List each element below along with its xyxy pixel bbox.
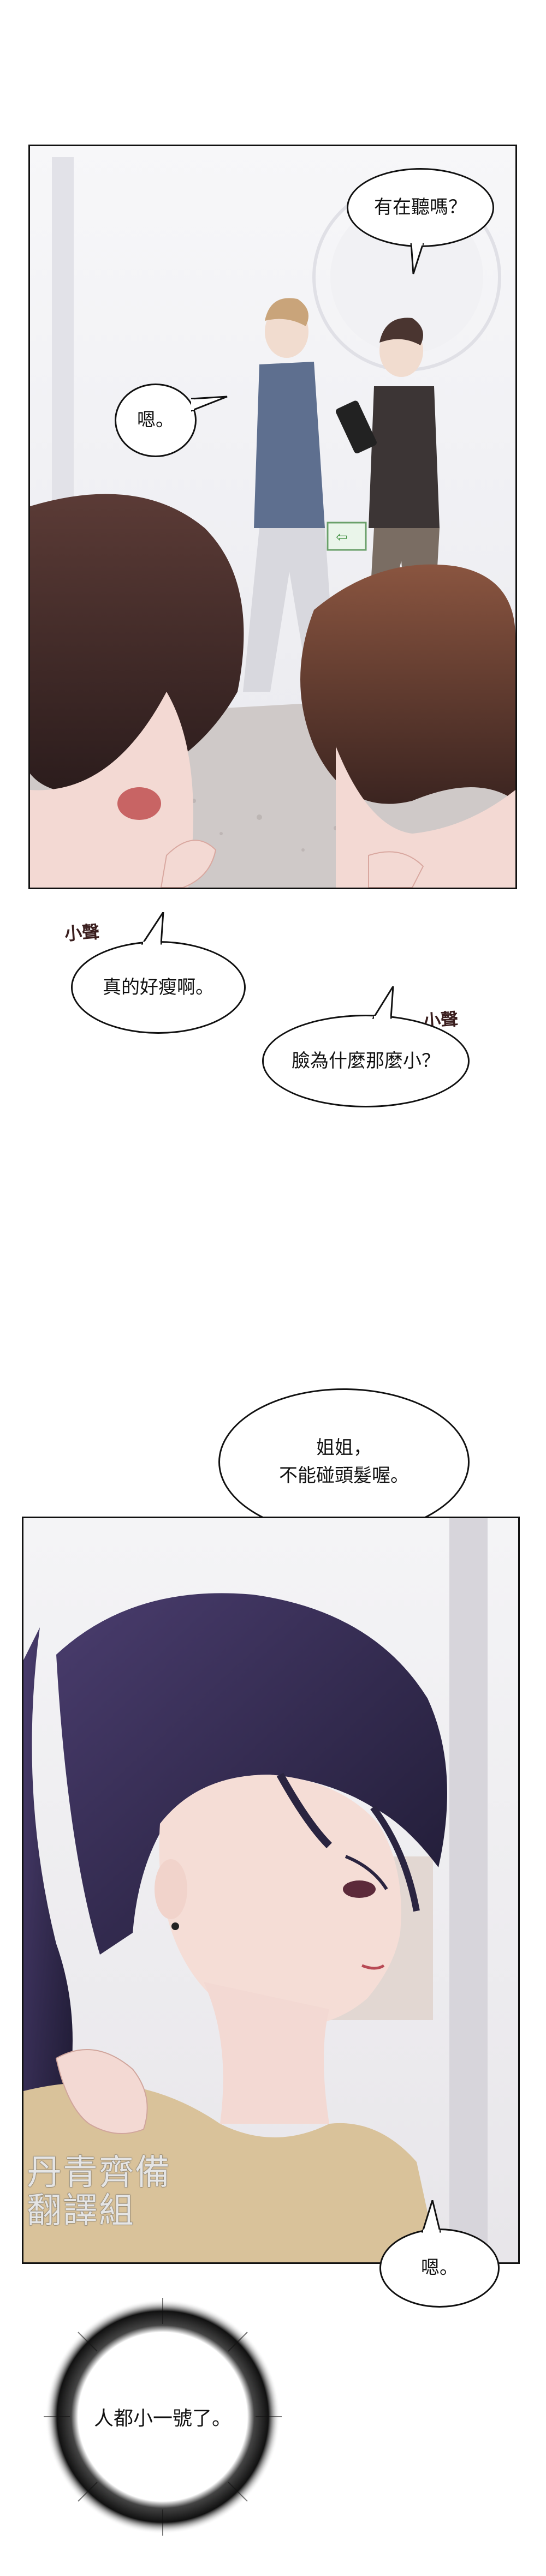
thought-bubble: 人都小一號了。 bbox=[43, 2297, 283, 2537]
bubble-tail bbox=[410, 243, 424, 274]
bubble-tail bbox=[191, 396, 228, 412]
bubble-text: 嗯。 bbox=[421, 2257, 458, 2279]
panel-hallway: ⇦ 有在聽嗎？ 嗯。 bbox=[28, 145, 517, 889]
panel-closeup: 丹青齊備 翻譯組 bbox=[22, 1517, 520, 2264]
thought-bubble-burst bbox=[44, 2298, 282, 2536]
bubble-tail bbox=[421, 2200, 441, 2233]
bubble-tail bbox=[141, 912, 164, 945]
bubble-tail bbox=[372, 986, 394, 1019]
speech-bubble-are-you-listening: 有在聽嗎？ bbox=[347, 168, 494, 247]
closeup-illustration bbox=[23, 1518, 518, 2262]
watermark-line-2: 翻譯組 bbox=[27, 2191, 135, 2232]
svg-text:⇦: ⇦ bbox=[336, 529, 348, 546]
sfx-whisper-1: 小聲 bbox=[63, 921, 100, 945]
thought-bubble-text: 人都小一號了。 bbox=[93, 2407, 232, 2430]
bubble-text: 嗯。 bbox=[137, 409, 174, 431]
speech-bubble-face-small: 臉為什麼那麼小？ bbox=[262, 1015, 470, 1107]
speech-bubble-mm-2: 嗯。 bbox=[379, 2228, 500, 2308]
translator-watermark: 丹青齊備 翻譯組 bbox=[27, 2154, 171, 2231]
speech-bubble-mm: 嗯。 bbox=[115, 384, 197, 457]
bubble-text: 姐姐， 不能碰頭髮喔。 bbox=[279, 1437, 409, 1487]
speech-bubble-dont-touch-hair: 姐姐， 不能碰頭髮喔。 bbox=[218, 1388, 470, 1536]
bubble-text: 真的好瘦啊。 bbox=[103, 976, 214, 998]
bubble-text: 有在聽嗎？ bbox=[374, 196, 467, 218]
hallway-illustration: ⇦ bbox=[30, 146, 515, 888]
watermark-line-1: 丹青齊備 bbox=[27, 2153, 171, 2193]
speech-bubble-so-thin: 真的好瘦啊。 bbox=[71, 941, 246, 1034]
bubble-text: 臉為什麼那麼小？ bbox=[292, 1050, 440, 1072]
